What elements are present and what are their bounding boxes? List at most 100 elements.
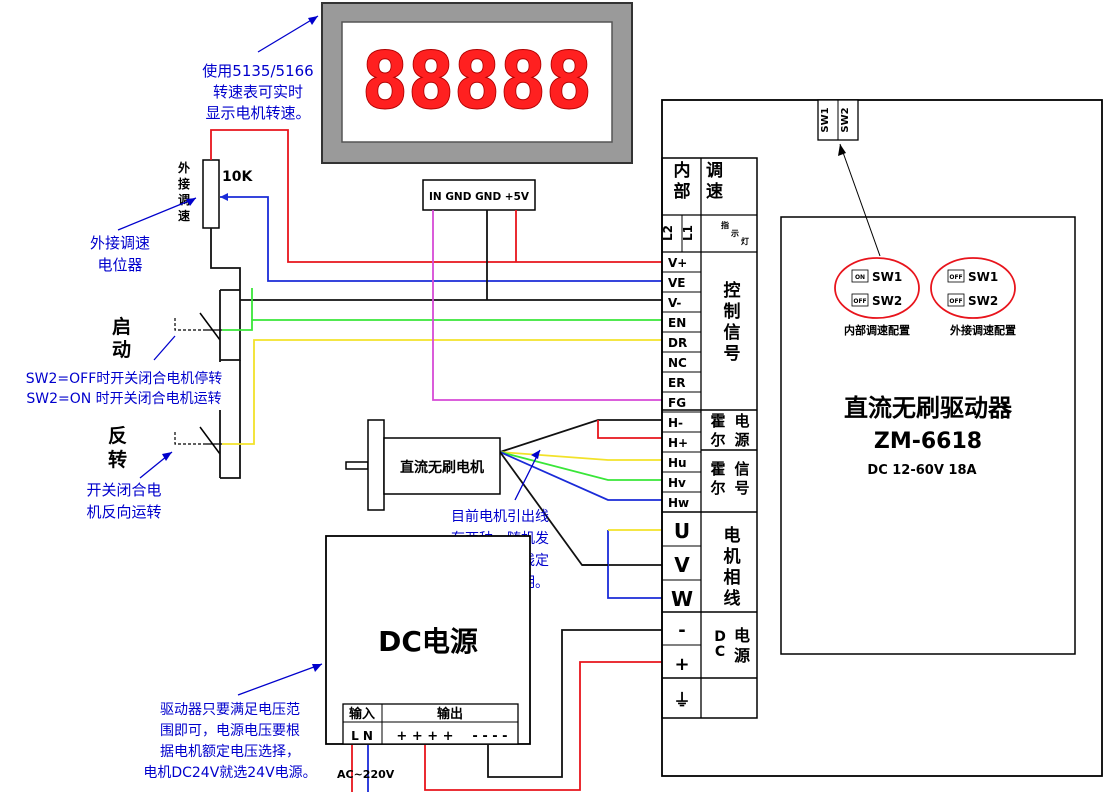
driver-inner-panel — [780, 216, 1076, 655]
pin-nc: NC — [668, 356, 687, 370]
svg-text:电: 电 — [724, 525, 741, 546]
svg-text:部: 部 — [674, 181, 691, 202]
pot-value: 10K — [222, 169, 253, 185]
svg-text:SW2: SW2 — [872, 294, 902, 308]
svg-text:内部调速配置: 内部调速配置 — [844, 323, 910, 337]
reverse-label-1: 反 — [108, 425, 127, 447]
group-internal-speed: 内 部 调 速 — [662, 160, 757, 216]
svg-text:指: 指 — [721, 220, 729, 230]
driver-title-block: 直流无刷驱动器 ZM-6618 DC 12-60V 18A — [844, 394, 1013, 478]
tachometer: 88888 — [321, 2, 633, 164]
svg-text:C: C — [715, 644, 725, 660]
pin-ve: VE — [668, 276, 685, 290]
svg-text:机: 机 — [724, 546, 741, 567]
svg-text:驱动器只要满足电压范: 驱动器只要满足电压范 — [160, 701, 300, 718]
group-control: 控 制 信 号 — [724, 280, 741, 364]
config-external: OFF SW1 OFF SW2 外接调速配置 — [930, 257, 1016, 337]
svg-text:电: 电 — [734, 412, 749, 430]
potentiometer-body — [202, 159, 220, 229]
pin-vplus: V+ — [668, 256, 687, 270]
pin-hv: Hv — [668, 476, 686, 490]
start-label-2: 动 — [112, 339, 131, 361]
svg-text:示: 示 — [730, 229, 739, 238]
pot-label-2: 接 — [178, 176, 190, 191]
svg-text:目前电机引出线: 目前电机引出线 — [451, 508, 549, 525]
reverse-note-line-1: 开关闭合电 — [86, 481, 161, 499]
svg-text:霍: 霍 — [710, 460, 725, 478]
power-supply: DC电源 输入 输出 L N + + + + - - - - AC~220V — [325, 535, 531, 781]
psu-output-minus: - - - - — [472, 729, 507, 744]
svg-text:ON: ON — [855, 274, 865, 281]
potentiometer: 外 接 调 速 10K — [178, 159, 253, 229]
svg-text:SW2: SW2 — [968, 294, 998, 308]
svg-text:线: 线 — [724, 588, 741, 609]
svg-text:源: 源 — [734, 646, 750, 665]
pin-u: U — [674, 519, 690, 543]
tach-note-line-3: 显示电机转速。 — [205, 104, 310, 122]
pin-w: W — [671, 587, 693, 611]
tach-note-arrow — [257, 15, 319, 53]
pin-l1: L1 — [681, 225, 695, 241]
svg-text:灯: 灯 — [741, 236, 749, 246]
pin-hu: Hu — [668, 456, 687, 470]
svg-text:信: 信 — [724, 322, 741, 343]
psu-ac-label: AC~220V — [337, 768, 395, 781]
dc-pins: - + ⏚ D C 电 源 — [662, 620, 750, 711]
driver-title: 直流无刷驱动器 — [844, 394, 1013, 422]
svg-text:据电机额定电压选择，: 据电机额定电压选择， — [160, 744, 300, 760]
dip-switch: SW1 SW2 — [817, 99, 859, 141]
psu-input-terms: L N — [351, 729, 373, 743]
svg-text:速: 速 — [706, 181, 723, 202]
svg-text:围即可，电源电压要根: 围即可，电源电压要根 — [160, 723, 300, 739]
svg-text:OFF: OFF — [949, 274, 962, 281]
svg-text:D: D — [714, 629, 726, 645]
start-label-1: 启 — [112, 315, 131, 338]
svg-text:信: 信 — [734, 460, 749, 478]
svg-text:霍: 霍 — [710, 412, 725, 430]
pin-en: EN — [668, 316, 686, 330]
reverse-label-2: 转 — [108, 448, 127, 471]
svg-text:SW1: SW1 — [968, 270, 998, 284]
pot-note-line-1: 外接调速 — [90, 234, 150, 252]
svg-text:调: 调 — [706, 161, 723, 181]
tach-note-line-1: 使用5135/5166 — [202, 62, 313, 80]
group-hall-signal: 霍 尔 信 号 — [710, 460, 749, 497]
pin-v: V — [674, 553, 690, 577]
tach-note-line-2: 转速表可实时 — [213, 83, 303, 101]
driver-model: ZM-6618 — [874, 429, 982, 454]
motor: 直流无刷电机 — [345, 419, 501, 511]
svg-text:尔: 尔 — [710, 431, 725, 449]
indicator-pins: L2 L1 指 示 灯 — [661, 215, 757, 253]
pin-dc-minus: - — [678, 620, 685, 641]
tachometer-digits: 88888 — [362, 37, 592, 127]
svg-text:OFF: OFF — [853, 298, 866, 305]
svg-text:电: 电 — [734, 626, 750, 645]
pin-vminus: V- — [668, 296, 681, 310]
svg-text:制: 制 — [724, 301, 741, 322]
psu-note: 驱动器只要满足电压范 围即可，电源电压要根 据电机额定电压选择， 电机DC24V… — [143, 701, 316, 781]
pin-earth: ⏚ — [674, 691, 691, 711]
dip-sw1: SW1 — [820, 107, 831, 132]
sw2-off-note: SW2=OFF时开关闭合电机停转 — [26, 370, 223, 387]
pin-er: ER — [668, 376, 685, 390]
config-internal: ON SW1 OFF SW2 内部调速配置 — [834, 257, 920, 337]
svg-text:源: 源 — [734, 431, 749, 449]
pin-dr: DR — [668, 336, 687, 350]
svg-text:SW1: SW1 — [872, 270, 902, 284]
pin-l2: L2 — [661, 225, 675, 241]
svg-text:控: 控 — [724, 280, 741, 301]
pin-fg: FG — [668, 396, 686, 410]
tach-note: 使用5135/5166 转速表可实时 显示电机转速。 — [202, 62, 313, 122]
psu-title: DC电源 — [378, 625, 478, 658]
pot-note-line-2: 电位器 — [97, 256, 142, 274]
reverse-switch: 反 转 — [108, 425, 222, 471]
svg-text:相: 相 — [724, 567, 741, 588]
dip-sw2: SW2 — [840, 107, 851, 132]
svg-text:OFF: OFF — [949, 298, 962, 305]
reverse-note-line-2: 机反向运转 — [86, 503, 161, 521]
svg-text:号: 号 — [734, 479, 749, 497]
driver-spec: DC 12-60V 18A — [867, 463, 976, 478]
psu-input-label: 输入 — [349, 706, 375, 722]
